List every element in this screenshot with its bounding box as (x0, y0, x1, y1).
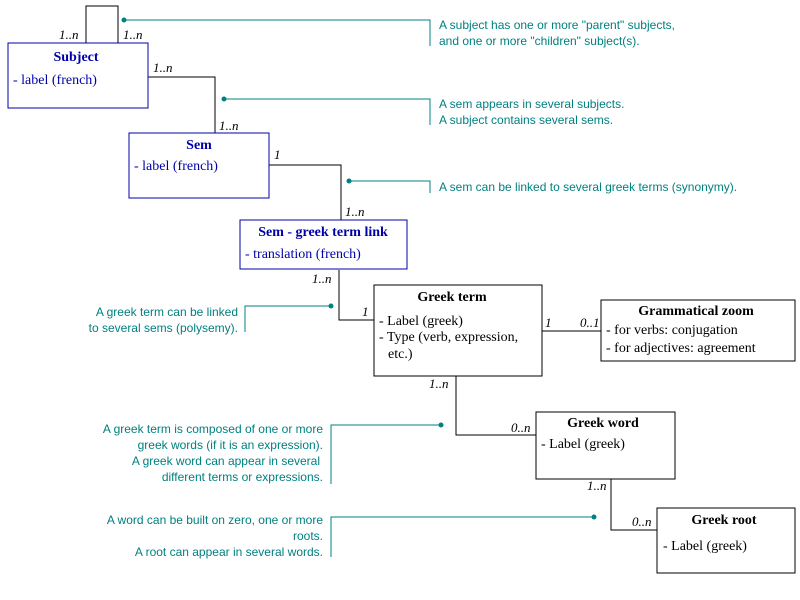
note-connector-link-term (244, 305, 331, 332)
entity-greek-term-attr-3: etc.) (388, 347, 413, 362)
dot-subject-self (121, 17, 127, 23)
entity-sem-title: Sem (186, 138, 212, 153)
entity-greek-term-attr-1: - Label (greek) (379, 314, 463, 329)
entity-subject-attr: - label (french) (13, 73, 97, 88)
note-word-root-line-2: roots. (293, 529, 323, 543)
entity-sem-link-attr: - translation (french) (245, 247, 361, 262)
entity-sem-link-title: Sem - greek term link (258, 225, 388, 240)
mult-sem-link-top: 1 (274, 147, 281, 162)
note-subject-sem-line-1: A sem appears in several subjects. (439, 97, 624, 111)
note-subject-self-line-2: and one or more "children" subject(s). (439, 34, 640, 48)
entity-greek-word-title: Greek word (567, 416, 639, 431)
note-word-root: A word can be built on zero, one or more… (107, 513, 323, 559)
note-term-word: A greek term is composed of one or more … (103, 422, 323, 484)
note-term-word-line-1: A greek term is composed of one or more (103, 422, 323, 436)
mult-subject-sem-top: 1..n (153, 60, 173, 75)
note-subject-self-line-1: A subject has one or more "parent" subje… (439, 18, 675, 32)
note-sem-link: A sem can be linked to several greek ter… (439, 180, 737, 194)
note-connector-term-word (330, 424, 441, 484)
sem-link-association (269, 164, 342, 220)
term-word-association (455, 376, 536, 436)
note-subject-sem: A sem appears in several subjects. A sub… (439, 97, 624, 127)
mult-subject-self-right: 1..n (123, 27, 143, 42)
note-word-root-line-3: A root can appear in several words. (135, 545, 323, 559)
note-connector-subject-self (124, 19, 431, 46)
entity-sem-attr: - label (french) (134, 159, 218, 174)
note-connector-dots (121, 17, 597, 520)
entity-grammatical-zoom-title: Grammatical zoom (638, 304, 754, 319)
association-lines (85, 5, 657, 531)
dot-sem-link (346, 178, 352, 184)
entity-greek-term-title: Greek term (417, 290, 487, 305)
mult-word-root-right: 0..n (632, 514, 652, 529)
note-connector-subject-sem (224, 98, 431, 125)
note-link-term-line-2: to several sems (polysemy). (89, 321, 238, 335)
link-term-association (338, 270, 374, 321)
note-link-term: A greek term can be linked to several se… (89, 305, 238, 335)
subject-self-association (85, 5, 119, 43)
mult-subject-sem-bottom: 1..n (219, 118, 239, 133)
multiplicity-labels: 1..n 1..n 1..n 1..n 1 1..n 1..n 1 1 0..1… (59, 27, 652, 529)
entity-subject-title: Subject (53, 50, 98, 65)
entity-grammatical-zoom[interactable]: Grammatical zoom - for verbs: conjugatio… (600, 299, 796, 362)
entity-greek-word-attr: - Label (greek) (541, 437, 625, 452)
dot-subject-sem (221, 96, 227, 102)
entity-greek-root-attr: - Label (greek) (663, 539, 747, 554)
mult-link-term-top: 1..n (312, 271, 332, 286)
entity-sem[interactable]: Sem - label (french) (128, 132, 270, 199)
entity-greek-root-title: Greek root (691, 513, 757, 528)
note-link-term-line-1: A greek term can be linked (96, 305, 238, 319)
note-word-root-line-1: A word can be built on zero, one or more (107, 513, 323, 527)
entity-greek-term[interactable]: Greek term - Label (greek) - Type (verb,… (373, 284, 543, 377)
mult-link-term-right: 1 (362, 304, 369, 319)
note-subject-self: A subject has one or more "parent" subje… (439, 18, 675, 48)
mult-term-zoom-left: 1 (545, 315, 552, 330)
entity-subject[interactable]: Subject - label (french) (7, 42, 149, 109)
entity-greek-term-attr-2: - Type (verb, expression, (379, 330, 518, 345)
note-subject-sem-line-2: A subject contains several sems. (439, 113, 613, 127)
note-connectors (124, 19, 594, 557)
mult-word-root-top: 1..n (587, 478, 607, 493)
subject-sem-association (148, 76, 216, 133)
note-term-word-line-4: different terms or expressions. (162, 470, 323, 484)
word-root-association (610, 479, 657, 531)
entity-greek-word[interactable]: Greek word - Label (greek) (535, 411, 676, 480)
dot-term-word (438, 422, 444, 428)
entity-greek-root[interactable]: Greek root - Label (greek) (656, 507, 796, 574)
mult-sem-link-bottom: 1..n (345, 204, 365, 219)
note-sem-link-line-1: A sem can be linked to several greek ter… (439, 180, 737, 194)
mult-subject-self-left: 1..n (59, 27, 79, 42)
note-term-word-line-3: A greek word can appear in several (132, 454, 320, 468)
dot-word-root (591, 514, 597, 520)
mult-term-word-top: 1..n (429, 376, 449, 391)
mult-term-word-right: 0..n (511, 420, 531, 435)
dot-link-term (328, 303, 334, 309)
note-connector-word-root (330, 516, 594, 557)
mult-term-zoom-right: 0..1 (580, 315, 600, 330)
note-term-word-line-2: greek words (if it is an expression). (138, 438, 323, 452)
entity-grammatical-zoom-attr-2: - for adjectives: agreement (606, 341, 756, 356)
note-connector-sem-link (349, 180, 431, 193)
entity-grammatical-zoom-attr-1: - for verbs: conjugation (606, 323, 738, 338)
entity-sem-link[interactable]: Sem - greek term link - translation (fre… (239, 219, 408, 270)
